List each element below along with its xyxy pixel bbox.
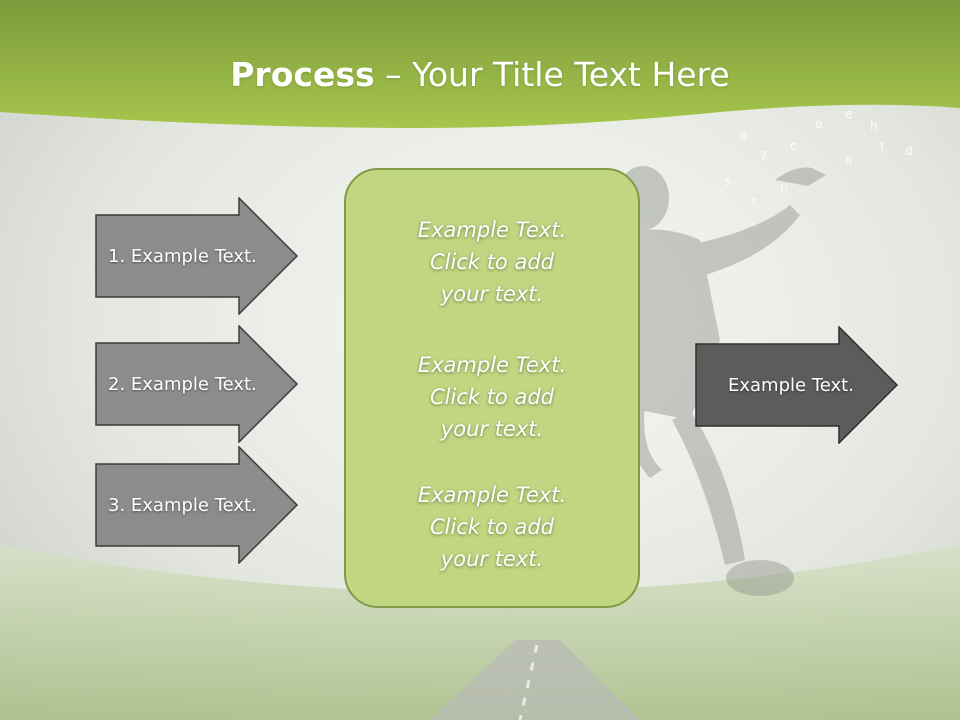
panel-text-block-3: Example Text. Click to add your text.: [346, 479, 638, 575]
result-arrow[interactable]: Example Text.: [695, 326, 900, 444]
arrow-shape: [95, 325, 299, 443]
step-arrow-1[interactable]: 1. Example Text.: [95, 197, 300, 315]
panel-line: Example Text.: [417, 218, 567, 242]
svg-text:r: r: [752, 194, 757, 208]
arrow-shape: [695, 326, 899, 444]
title-rest: – Your Title Text Here: [374, 55, 730, 94]
svg-text:d: d: [905, 144, 913, 158]
panel-line: Example Text.: [417, 353, 567, 377]
result-arrow-label: Example Text.: [728, 374, 854, 396]
panel-line: your text.: [440, 547, 544, 571]
panel-text-block-2: Example Text. Click to add your text.: [346, 349, 638, 445]
step-arrow-3[interactable]: 3. Example Text.: [95, 446, 300, 564]
panel-line: Click to add: [429, 250, 554, 274]
panel-text-block-1: Example Text. Click to add your text.: [346, 214, 638, 310]
arrow-shape: [95, 446, 299, 564]
svg-text:c: c: [790, 139, 797, 153]
svg-text:n: n: [780, 181, 788, 195]
panel-line: Example Text.: [417, 483, 567, 507]
svg-text:?: ?: [760, 149, 766, 163]
title-bold: Process: [230, 55, 375, 94]
panel-line: Click to add: [429, 515, 554, 539]
step-arrow-label: 3. Example Text.: [108, 494, 257, 516]
svg-text:s: s: [725, 174, 731, 188]
page-title: Process – Your Title Text Here: [0, 52, 960, 98]
panel-line: your text.: [440, 282, 544, 306]
step-arrow-label: 2. Example Text.: [108, 373, 257, 395]
svg-text:8: 8: [845, 154, 853, 168]
arrow-shape: [95, 197, 299, 315]
floating-letters-decoration: a? c o e h d s r n 8 t: [725, 107, 913, 208]
svg-text:e: e: [845, 107, 852, 121]
panel-line: Click to add: [429, 385, 554, 409]
step-arrow-label: 1. Example Text.: [108, 245, 257, 267]
svg-text:t: t: [880, 139, 885, 153]
svg-text:h: h: [870, 119, 878, 133]
svg-text:o: o: [815, 117, 822, 131]
panel-line: your text.: [440, 417, 544, 441]
svg-text:a: a: [740, 129, 747, 143]
step-arrow-2[interactable]: 2. Example Text.: [95, 325, 300, 443]
center-text-panel[interactable]: Example Text. Click to add your text. Ex…: [344, 168, 640, 608]
